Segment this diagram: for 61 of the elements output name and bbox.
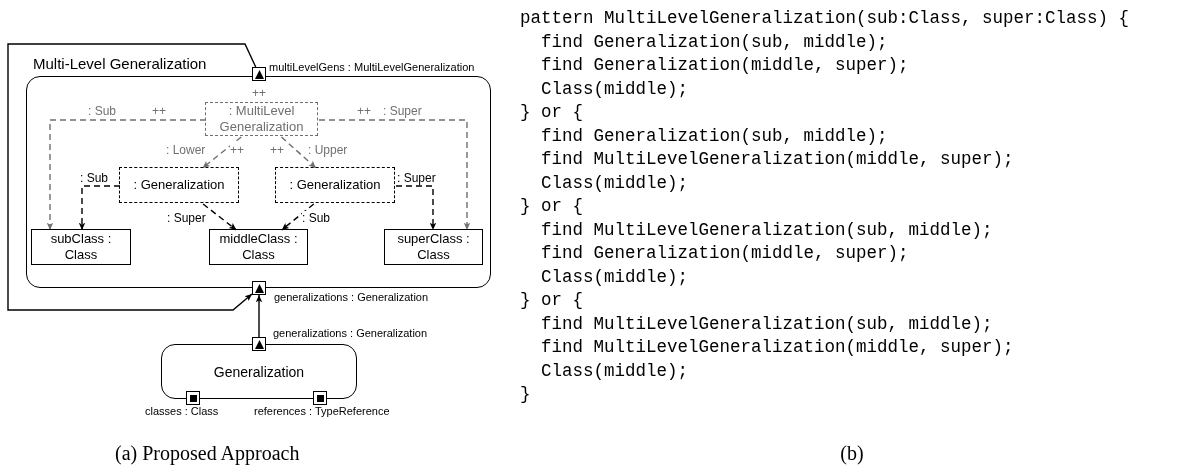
pattern-call-box	[119, 167, 239, 203]
port-icon	[252, 281, 266, 295]
code-line: Class(middle);	[540, 265, 689, 288]
arrow	[280, 136, 317, 169]
node-label: : MultiLevel Generalization	[218, 103, 305, 135]
edge-label: : Lower	[166, 143, 206, 157]
arrow	[7, 43, 257, 311]
code-line: find MultiLevelGeneralization(sub, middle);	[540, 312, 993, 335]
code-line: find MultiLevelGeneralization(sub, middle);	[540, 218, 993, 241]
port-label: references : TypeReference	[254, 405, 390, 417]
code-line: find MultiLevelGeneralization(middle, super);	[540, 148, 1014, 170]
arrow	[201, 136, 242, 169]
port-icon	[252, 337, 266, 351]
pattern-title: Multi-Level Generalization	[33, 56, 207, 72]
port-icon	[313, 391, 327, 405]
node-label: middleClass : Class	[218, 231, 299, 263]
edge-label: : Super	[167, 211, 206, 225]
code-line: Class(middle);	[540, 77, 689, 100]
node-label: superClass : Class	[396, 231, 471, 263]
port-icon	[252, 67, 266, 81]
figure-caption: (a) Proposed Approach	[115, 442, 300, 465]
pattern-call-box	[205, 102, 318, 136]
code-line: } or {	[520, 289, 583, 311]
edge-label: : Super	[383, 104, 422, 118]
code-line: find Generalization(sub, middle);	[540, 30, 888, 53]
pattern-call-box	[275, 167, 395, 203]
port-label: multiLevelGens : MultiLevelGeneralization	[269, 61, 475, 73]
edge-label: : Sub	[302, 211, 331, 225]
arrow	[78, 185, 121, 231]
arrow	[46, 119, 207, 231]
node-label: : Generalization	[288, 177, 382, 193]
arrow	[255, 294, 263, 338]
code-line: find Generalization(middle, super);	[540, 242, 909, 264]
code-line: find Generalization(middle, super);	[540, 54, 909, 76]
code-line: } or {	[520, 195, 583, 217]
arrow	[202, 203, 238, 231]
object-box	[209, 229, 308, 265]
edge-label: : Upper	[308, 143, 348, 157]
arrow	[395, 185, 437, 231]
port-label: generalizations : Generalization	[274, 291, 429, 303]
pattern-title: Generalization	[213, 363, 305, 380]
arrow	[281, 203, 315, 231]
code-line: pattern MultiLevelGeneralization(sub:Class, super:Class) {	[520, 7, 1130, 29]
figure-caption: (b)	[840, 442, 864, 465]
edge-label: : Super	[397, 171, 436, 185]
port-label: classes : Class	[145, 405, 219, 417]
object-box	[31, 229, 131, 265]
port-icon	[186, 391, 200, 405]
code-line: Class(middle);	[540, 171, 689, 194]
code-line: }	[520, 383, 531, 405]
object-box	[384, 229, 483, 265]
port-label: generalizations : Generalization	[273, 327, 428, 339]
node-label: subClass : Class	[49, 231, 113, 263]
edge-label: : Sub	[80, 171, 109, 185]
code-line: find Generalization(sub, middle);	[540, 124, 888, 147]
code-line: find MultiLevelGeneralization(middle, super);	[540, 336, 1014, 358]
code-line: } or {	[520, 101, 583, 123]
code-line: Class(middle);	[540, 359, 689, 382]
edge-label: : Sub	[88, 104, 117, 118]
node-label: : Generalization	[132, 177, 226, 193]
arrow	[318, 119, 471, 231]
